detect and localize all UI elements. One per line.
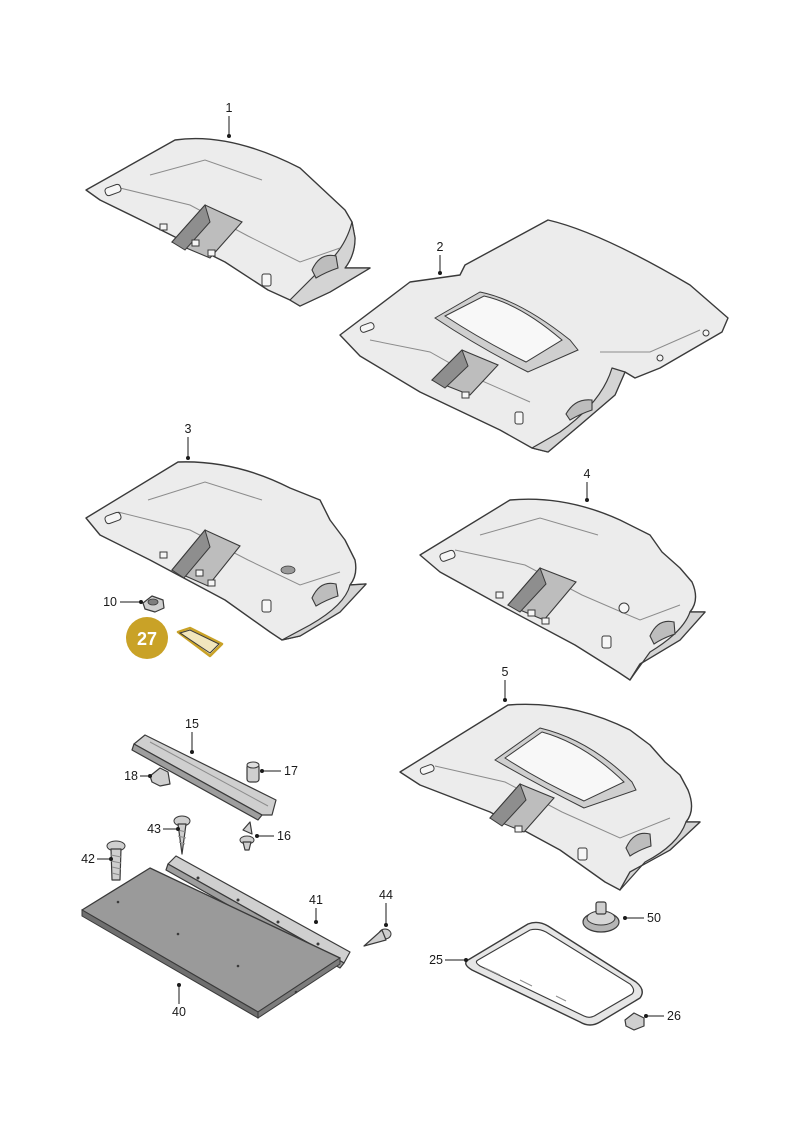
cover-part-27[interactable] <box>176 626 224 658</box>
callout-43[interactable]: 43 <box>147 822 161 836</box>
screw-part-44[interactable] <box>363 928 392 947</box>
callout-4[interactable]: 4 <box>584 467 591 481</box>
clip-part-18[interactable] <box>149 767 171 787</box>
plug-part-17[interactable] <box>246 761 260 783</box>
clip-part-10[interactable] <box>142 595 165 613</box>
callout-40[interactable]: 40 <box>172 1005 186 1019</box>
callout-18[interactable]: 18 <box>124 769 138 783</box>
holder-part-50[interactable] <box>582 901 620 933</box>
callout-17[interactable]: 17 <box>284 764 298 778</box>
headliner-part-4[interactable] <box>419 498 706 681</box>
callout-1[interactable]: 1 <box>226 101 233 115</box>
panel-part-40[interactable] <box>81 867 341 1019</box>
bolt-part-42[interactable] <box>106 840 126 881</box>
screw-part-43[interactable] <box>173 815 191 855</box>
highlight-badge <box>126 617 168 659</box>
callout-2[interactable]: 2 <box>437 240 444 254</box>
callout-25[interactable]: 25 <box>429 953 443 967</box>
callout-42[interactable]: 42 <box>81 852 95 866</box>
callout-5[interactable]: 5 <box>502 665 509 679</box>
headliner-part-5[interactable] <box>399 703 701 891</box>
callout-44[interactable]: 44 <box>379 888 393 902</box>
callout-16[interactable]: 16 <box>277 829 291 843</box>
screw-part-16[interactable] <box>239 821 255 851</box>
callout-10[interactable]: 10 <box>103 595 117 609</box>
callout-41[interactable]: 41 <box>309 893 323 907</box>
headliner-part-1[interactable] <box>85 137 371 307</box>
clip-part-26[interactable] <box>624 1012 645 1031</box>
callout-50[interactable]: 50 <box>647 911 661 925</box>
headliner-part-2[interactable] <box>339 219 729 453</box>
rail-part-15[interactable] <box>131 734 277 821</box>
headliner-part-3[interactable] <box>85 461 367 641</box>
callout-3[interactable]: 3 <box>185 422 192 436</box>
callout-26[interactable]: 26 <box>667 1009 681 1023</box>
callout-15[interactable]: 15 <box>185 717 199 731</box>
callout-27[interactable]: 27 <box>137 629 157 649</box>
frame-part-25[interactable] <box>465 921 643 1026</box>
